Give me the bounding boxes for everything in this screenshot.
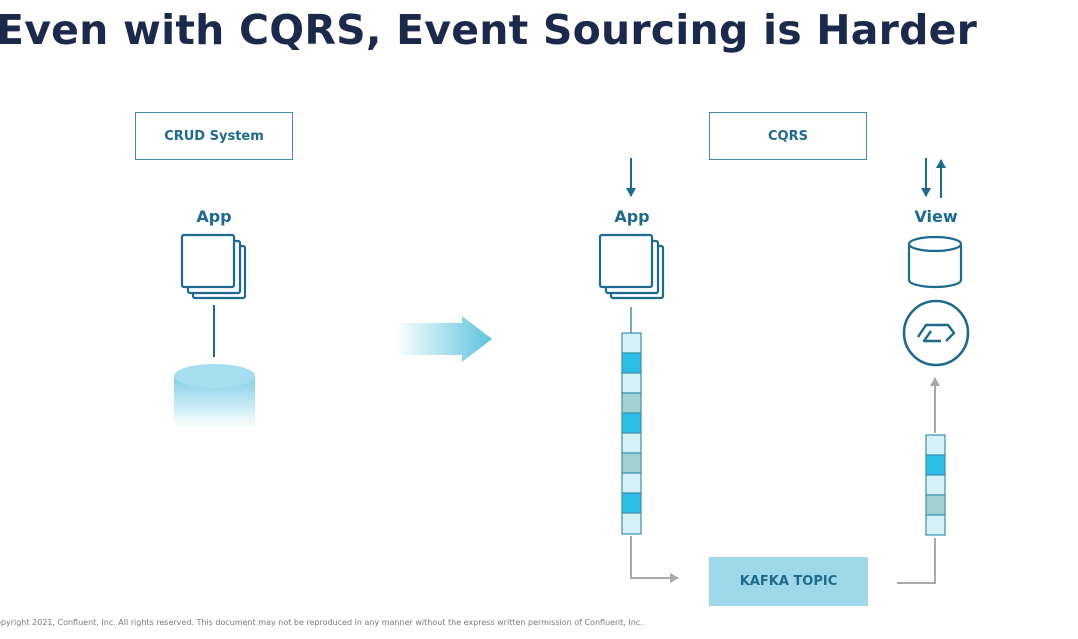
slide-title: Even with CQRS, Event Sourcing is Harder: [0, 6, 978, 54]
cqrs-app-stack-icon: [598, 233, 665, 300]
view-label: View: [914, 207, 958, 226]
transition-arrow-icon: [395, 316, 492, 362]
view-log-stack: [925, 434, 946, 536]
event-log-stack: [621, 332, 642, 535]
log-to-kafka-arrow-icon: [630, 536, 679, 583]
cqrs-box: CQRS: [709, 112, 867, 160]
view-database-icon: [907, 235, 963, 289]
crud-database-icon: [174, 364, 255, 428]
crud-app-label: App: [196, 207, 232, 226]
connector-link-icon: [902, 299, 970, 367]
kafka-to-view-line: [897, 538, 936, 584]
cqrs-app-label: App: [614, 207, 650, 226]
crud-system-box: CRUD System: [135, 112, 293, 160]
crud-app-stack-icon: [180, 233, 247, 300]
kafka-topic-box: KAFKA TOPIC: [709, 557, 868, 606]
copyright-footer: opyright 2021, Confluent, Inc. All right…: [0, 618, 643, 627]
